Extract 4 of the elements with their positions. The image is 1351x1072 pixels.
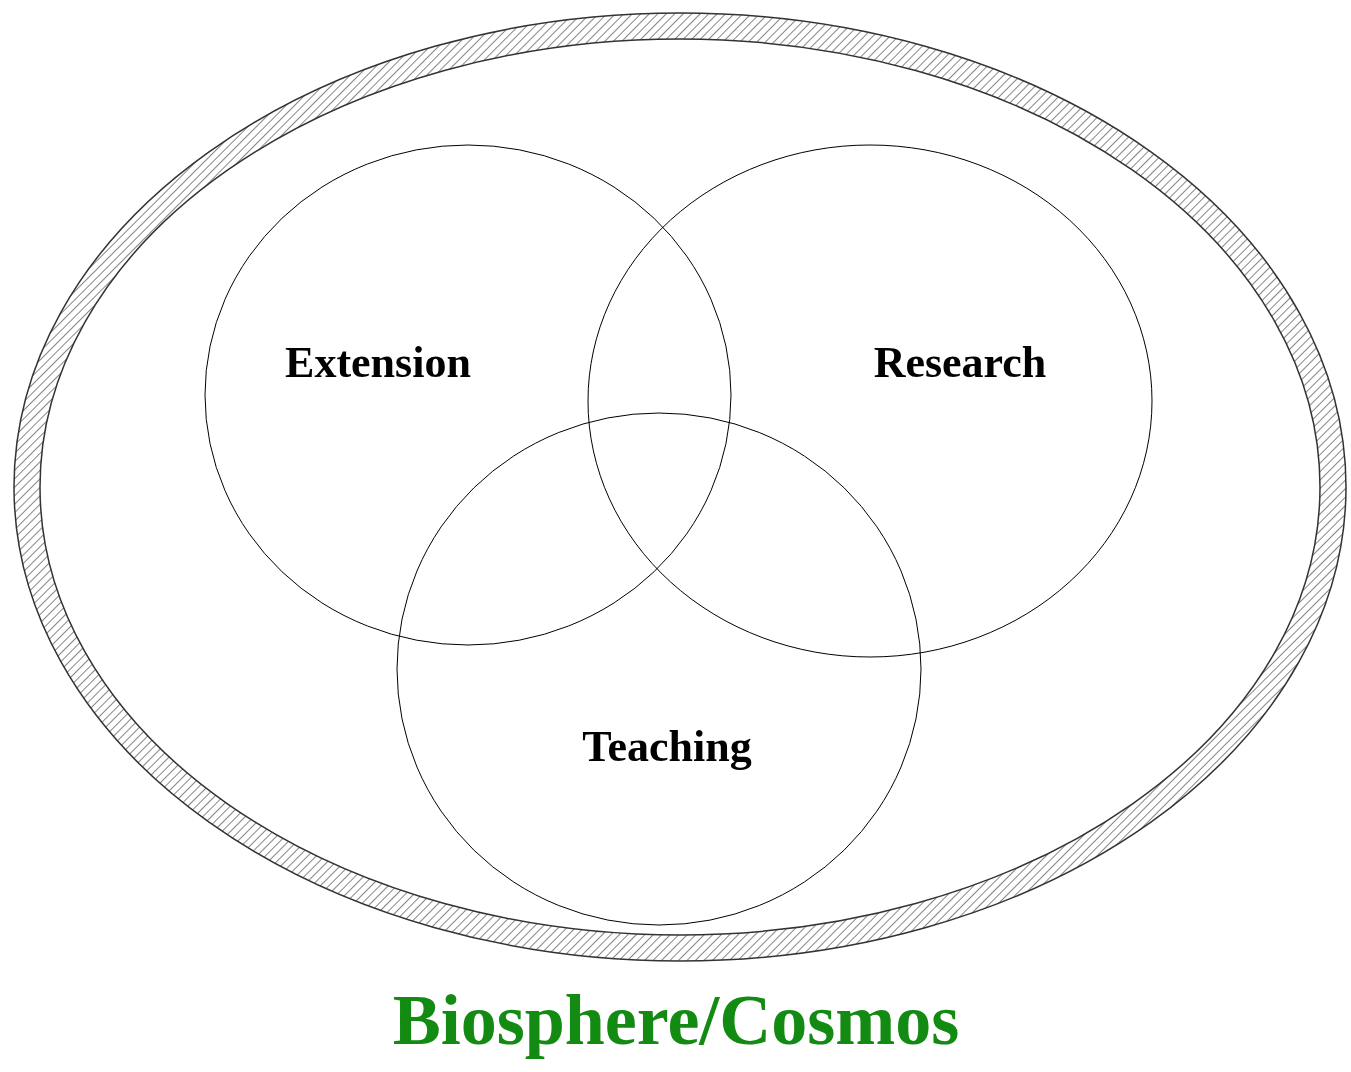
circle-label: Extension	[285, 336, 471, 388]
circle-label: Research	[873, 336, 1047, 388]
ellipse-title: Biosphere/Cosmos	[392, 978, 960, 1062]
circle-label: Teaching	[582, 720, 752, 772]
